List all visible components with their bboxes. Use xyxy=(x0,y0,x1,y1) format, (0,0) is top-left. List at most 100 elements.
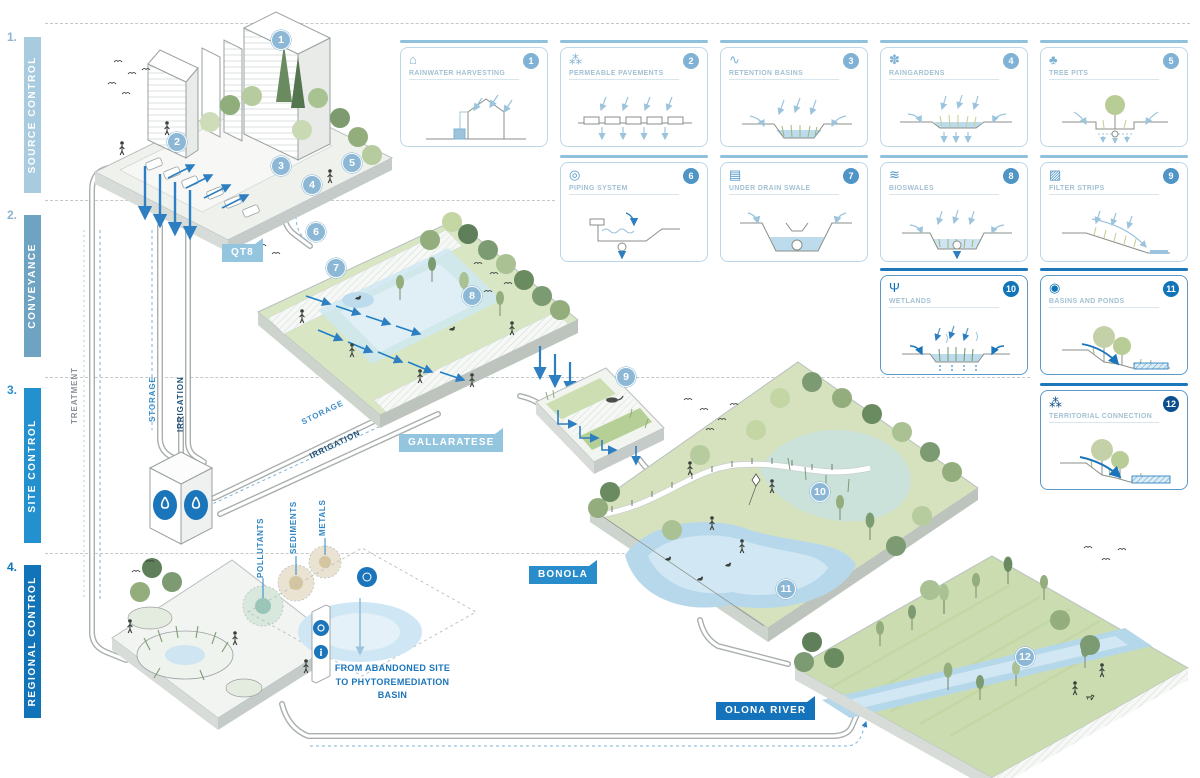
card-wetlands: Ψ 10 WETLANDS xyxy=(880,268,1028,375)
card-title: PIPING SYSTEM xyxy=(569,185,679,195)
olona-scene xyxy=(793,555,1190,778)
card-raingardens: ✽ 4 RAINGARDENS xyxy=(880,40,1028,147)
card-number-badge: 5 xyxy=(1163,53,1179,69)
card-accent-bar xyxy=(720,155,868,158)
phase-2-label: CONVEYANCE xyxy=(27,243,38,329)
bioswales-illustration xyxy=(902,209,1012,259)
storage-unit xyxy=(148,416,214,545)
card-accent-bar xyxy=(880,155,1028,158)
card-title: WETLANDS xyxy=(889,298,999,308)
card-number-badge: 6 xyxy=(683,168,699,184)
card-title: RAINWATER HARVESTING xyxy=(409,70,519,80)
diagram-marker-4: 4 xyxy=(302,175,322,195)
piping-system-illustration xyxy=(589,212,680,259)
card-number-badge: 7 xyxy=(843,168,859,184)
diagram-marker-5: 5 xyxy=(342,153,362,173)
card-title: TERRITORIAL CONNECTION xyxy=(1049,413,1159,423)
pond-trees-icon: ◉ xyxy=(1049,280,1061,295)
card-territorial-connection: ⁂ 12 TERRITORIAL CONNECTION xyxy=(1040,383,1188,490)
gallaratese-scene xyxy=(257,212,579,428)
card-number-badge: 4 xyxy=(1003,53,1019,69)
phase-3-bar: SITE CONTROL xyxy=(24,388,41,543)
camera-icon xyxy=(313,620,329,636)
card-title: PERMEABLE PAVEMENTS xyxy=(569,70,679,80)
card-accent-bar xyxy=(1040,40,1188,43)
card-row-site-control: Ψ 10 WETLANDS xyxy=(880,268,1188,375)
storage-pipe-label: STORAGE xyxy=(148,376,157,422)
card-accent-bar xyxy=(880,268,1028,271)
reed-plant-icon: Ψ xyxy=(889,280,900,295)
rainwater-harvesting-illustration xyxy=(426,94,526,140)
under-drain-swale-illustration xyxy=(740,212,852,252)
sediments-label: SEDIMENTS xyxy=(289,501,298,554)
channel-flow-arrows xyxy=(305,295,466,383)
phase-separator-1 xyxy=(45,23,1190,24)
phase-2-bar: CONVEYANCE xyxy=(24,215,41,357)
card-number-badge: 2 xyxy=(683,53,699,69)
diagram-marker-1: 1 xyxy=(271,30,291,50)
infiltration-arrows xyxy=(137,166,198,241)
diagram-marker-6: 6 xyxy=(306,222,326,242)
diagram-marker-10: 10 xyxy=(810,482,830,502)
phase-1-label: SOURCE CONTROL xyxy=(27,56,38,174)
card-number-badge: 8 xyxy=(1003,168,1019,184)
phase-4-number: 4. xyxy=(7,560,18,574)
runoff-arrows xyxy=(167,164,250,209)
flag-gallaratese: GALLARATESE xyxy=(399,428,504,452)
qt8-scene xyxy=(93,11,394,252)
drain-hatch-icon: ▤ xyxy=(729,167,742,182)
card-filter-strips: ▨ 9 FILTER STRIPS xyxy=(1040,155,1188,262)
pavement-grid-icon: ⁂ xyxy=(569,52,582,67)
phase-3-number: 3. xyxy=(7,383,18,397)
metals-label: METALS xyxy=(318,499,327,537)
card-accent-bar xyxy=(720,40,868,43)
diagram-marker-2: 2 xyxy=(167,132,187,152)
phyto-basins xyxy=(127,606,263,698)
wetlands-illustration xyxy=(902,325,1010,371)
qt8-buildings xyxy=(147,11,332,161)
tree-pits-illustration xyxy=(1062,95,1168,144)
phase-1-bar: SOURCE CONTROL xyxy=(24,37,41,193)
card-title: BIOSWALES xyxy=(889,185,999,195)
diagram-marker-8: 8 xyxy=(462,286,482,306)
card-accent-bar xyxy=(880,40,1028,43)
dog-silhouette xyxy=(1086,694,1095,701)
card-accent-bar xyxy=(1040,268,1188,271)
card-number-badge: 1 xyxy=(523,53,539,69)
phase-1-number: 1. xyxy=(7,30,18,44)
retention-basins-illustration xyxy=(742,97,852,139)
basins-and-ponds-illustration xyxy=(1062,326,1170,370)
card-number-badge: 10 xyxy=(1003,281,1019,297)
flag-qt8: QT8 xyxy=(222,238,263,262)
card-number-badge: 9 xyxy=(1163,168,1179,184)
pipe-swirl-icon: ◎ xyxy=(569,167,581,182)
card-row-regional-control: ⁂ 12 TERRITORIAL CONNECTION xyxy=(1040,383,1188,490)
card-number-badge: 3 xyxy=(843,53,859,69)
phase-2-number: 2. xyxy=(7,208,18,222)
filter-hatch-icon: ▨ xyxy=(1049,167,1062,182)
diagram-marker-12: 12 xyxy=(1015,647,1035,667)
card-title: UNDER DRAIN SWALE xyxy=(729,185,839,195)
card-accent-bar xyxy=(1040,155,1188,158)
program-badge-icon xyxy=(357,567,377,587)
permeable-pavements-illustration xyxy=(578,96,692,141)
filter-strips-illustration xyxy=(1062,210,1170,254)
twin-trees-icon: ♣ xyxy=(1049,52,1058,67)
card-permeable-pavements: ⁂ 2 PERMEABLE PAVEMENTS xyxy=(560,40,708,147)
card-bioswales: ≋ 8 BIOSWALES xyxy=(880,155,1028,262)
wave-basin-icon: ∿ xyxy=(729,52,740,67)
filter-strip-scene xyxy=(535,367,665,474)
diagram-marker-3: 3 xyxy=(271,156,291,176)
card-number-badge: 12 xyxy=(1163,396,1179,412)
phytoremediation-scene xyxy=(111,538,477,730)
bonola-scene xyxy=(588,361,979,642)
card-tree-pits: ♣ 5 TREE PITS xyxy=(1040,40,1188,147)
flower-icon: ✽ xyxy=(889,52,900,67)
card-retention-basins: ∿ 3 RETENTION BASINS xyxy=(720,40,868,147)
phase-separator-4 xyxy=(45,553,780,554)
card-title: RAINGARDENS xyxy=(889,70,999,80)
pollutants-label: POLLUTANTS xyxy=(256,517,265,578)
card-piping-system: ◎ 6 PIPING SYSTEM xyxy=(560,155,708,262)
contaminant-circles xyxy=(242,538,342,627)
raingardens-illustration xyxy=(900,94,1012,144)
